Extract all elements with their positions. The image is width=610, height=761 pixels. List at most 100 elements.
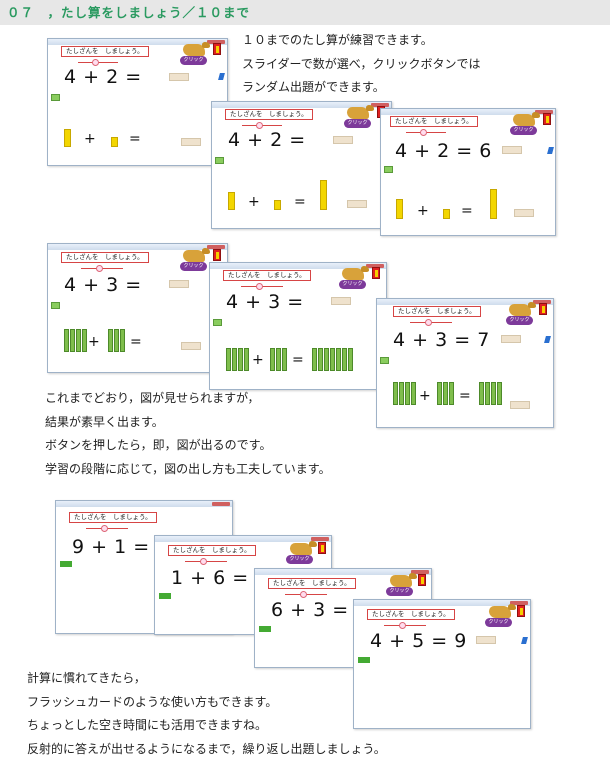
number-slider[interactable] bbox=[410, 322, 452, 323]
instruction-label: たしざんを しましょう。 bbox=[268, 578, 356, 589]
instruction-label: たしざんを しましょう。 bbox=[393, 306, 481, 317]
number-slider[interactable] bbox=[406, 132, 446, 133]
answer-value: 6 bbox=[479, 141, 492, 161]
plus-sign: + bbox=[252, 353, 264, 367]
number-slider[interactable] bbox=[384, 625, 426, 626]
number-slider[interactable] bbox=[285, 594, 327, 595]
dog-icon bbox=[183, 250, 205, 262]
pencil-icon[interactable] bbox=[547, 147, 554, 154]
pencil-icon[interactable] bbox=[218, 73, 225, 80]
number-slider[interactable] bbox=[185, 561, 227, 562]
figure-toggle-button[interactable] bbox=[384, 166, 393, 173]
bookmark-icon bbox=[517, 605, 525, 617]
dog-icon bbox=[390, 575, 412, 587]
answer-button[interactable] bbox=[476, 636, 496, 644]
answer-button[interactable] bbox=[501, 335, 521, 343]
random-click-button[interactable]: クリック bbox=[485, 618, 512, 627]
pencil-icon[interactable] bbox=[544, 336, 551, 343]
slider-knob[interactable] bbox=[300, 591, 307, 598]
plus-sign: + bbox=[419, 389, 431, 403]
dog-icon bbox=[513, 114, 535, 126]
answer-button[interactable] bbox=[502, 146, 522, 154]
random-click-button[interactable]: クリック bbox=[510, 126, 537, 135]
figure-toggle-button[interactable] bbox=[213, 319, 222, 326]
answer-value: 7 bbox=[477, 330, 490, 350]
block-sum bbox=[320, 180, 327, 210]
slider-knob[interactable] bbox=[96, 265, 103, 272]
bookmark-icon bbox=[539, 303, 547, 315]
section-header: ０７ ，たし算をしましょう／１０まで bbox=[0, 0, 610, 25]
block-a bbox=[228, 192, 235, 210]
instruction-label: たしざんを しましょう。 bbox=[61, 252, 149, 263]
random-click-button[interactable]: クリック bbox=[344, 119, 371, 128]
plus-sign: + bbox=[417, 204, 429, 218]
answer-button[interactable] bbox=[169, 73, 189, 81]
figure-button[interactable] bbox=[514, 209, 534, 217]
plus-sign: + bbox=[84, 132, 96, 146]
dog-icon bbox=[290, 543, 312, 555]
intro-text: １０までのたし算が練習できます。 スライダーで数が選べ，クリックボタンでは ラン… bbox=[242, 29, 480, 100]
equation: 4 + 2 = bbox=[228, 130, 306, 150]
random-click-button[interactable]: クリック bbox=[180, 56, 207, 65]
equation: 4 + 3 = 7 bbox=[393, 330, 490, 350]
slider-knob[interactable] bbox=[256, 283, 263, 290]
slider-knob[interactable] bbox=[200, 558, 207, 565]
equation: 4 + 2 = 6 bbox=[395, 141, 492, 161]
screenshot-g2-1: たしざんを しましょう。 クリック 4 + 3 = + = bbox=[47, 243, 228, 373]
slider-knob[interactable] bbox=[420, 129, 427, 136]
number-slider[interactable] bbox=[81, 268, 123, 269]
figure-toggle-button[interactable] bbox=[159, 593, 171, 599]
block-b bbox=[111, 137, 118, 147]
explanation-line-3: ボタンを押したら，即，図が出るのです。 bbox=[45, 434, 331, 458]
number-slider[interactable] bbox=[78, 62, 118, 63]
answer-button[interactable] bbox=[331, 297, 351, 305]
intro-line-3: ランダム出題ができます。 bbox=[242, 76, 480, 100]
instruction-label: たしざんを しましょう。 bbox=[69, 512, 157, 523]
screenshot-g1-2: たしざんを しましょう。 クリック 4 + 2 = + = bbox=[211, 101, 392, 229]
pencil-icon[interactable] bbox=[521, 637, 528, 644]
number-slider[interactable] bbox=[86, 528, 128, 529]
slider-knob[interactable] bbox=[101, 525, 108, 532]
slider-knob[interactable] bbox=[399, 622, 406, 629]
figure-button[interactable] bbox=[181, 138, 201, 146]
figure-toggle-button[interactable] bbox=[51, 302, 60, 309]
random-click-button[interactable]: クリック bbox=[180, 262, 207, 271]
dog-icon bbox=[509, 304, 531, 316]
figure-button[interactable] bbox=[510, 401, 530, 409]
random-click-button[interactable]: クリック bbox=[386, 587, 413, 596]
explanation-text: これまでどおり，図が見せられますが， 結果が素早く出ます。 ボタンを押したら，即… bbox=[45, 387, 331, 481]
screenshot-g2-3: たしざんを しましょう。 クリック 4 + 3 = 7 + = bbox=[376, 298, 554, 428]
figure-toggle-button[interactable] bbox=[51, 94, 60, 101]
dog-icon bbox=[183, 44, 205, 56]
equals-sign: = bbox=[130, 335, 142, 349]
figure-toggle-button[interactable] bbox=[60, 561, 72, 567]
instruction-label: たしざんを しましょう。 bbox=[390, 116, 478, 127]
bookmark-icon bbox=[318, 542, 326, 554]
instruction-label: たしざんを しましょう。 bbox=[61, 46, 149, 57]
random-click-button[interactable]: クリック bbox=[286, 555, 313, 564]
figure-toggle-button[interactable] bbox=[380, 357, 389, 364]
random-click-button[interactable]: クリック bbox=[339, 280, 366, 289]
slider-knob[interactable] bbox=[256, 122, 263, 129]
figure-toggle-button[interactable] bbox=[215, 157, 224, 164]
equation: 4 + 3 = bbox=[226, 292, 304, 312]
flashcard-line-3: ちょっとした空き時間にも活用できますね。 bbox=[27, 714, 386, 738]
figure-toggle-button[interactable] bbox=[259, 626, 271, 632]
explanation-line-1: これまでどおり，図が見せられますが， bbox=[45, 387, 331, 411]
figure-button[interactable] bbox=[181, 342, 201, 350]
slider-knob[interactable] bbox=[92, 59, 99, 66]
screenshot-g1-3: たしざんを しましょう。 クリック 4 + 2 = 6 + = bbox=[380, 108, 556, 236]
dog-icon bbox=[489, 606, 511, 618]
figure-toggle-button[interactable] bbox=[358, 657, 370, 663]
bookmark-icon bbox=[213, 249, 221, 261]
slider-knob[interactable] bbox=[425, 319, 432, 326]
answer-button[interactable] bbox=[333, 136, 353, 144]
number-slider[interactable] bbox=[242, 125, 282, 126]
figure-button[interactable] bbox=[347, 200, 367, 208]
intro-line-2: スライダーで数が選べ，クリックボタンでは bbox=[242, 53, 480, 77]
answer-button[interactable] bbox=[169, 280, 189, 288]
random-click-button[interactable]: クリック bbox=[506, 316, 533, 325]
flashcard-line-2: フラッシュカードのような使い方もできます。 bbox=[27, 691, 386, 715]
instruction-label: たしざんを しましょう。 bbox=[225, 109, 313, 120]
number-slider[interactable] bbox=[241, 286, 283, 287]
